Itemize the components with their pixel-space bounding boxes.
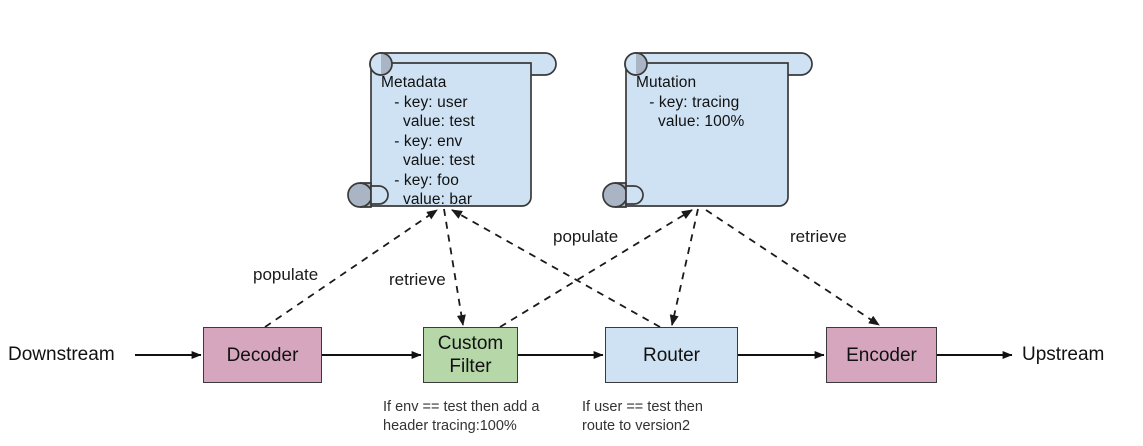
node-decoder[interactable]: Decoder [203, 327, 322, 383]
dashed-mutation-to-encoder [705, 209, 880, 326]
node-encoder-label: Encoder [846, 344, 917, 366]
dashed-metadata-to-customfilter [443, 208, 466, 326]
upstream-label: Upstream [1022, 344, 1105, 365]
node-custom-filter[interactable]: Custom Filter [423, 327, 518, 383]
dashed-edges [264, 208, 880, 328]
node-router[interactable]: Router [605, 327, 738, 383]
dashed-router-to-metadata [451, 209, 661, 328]
metadata-note-text: Metadata - key: user value: test - key: … [381, 73, 475, 210]
dashed-customfilter-to-mutation [499, 209, 693, 328]
metadata-note-line-1: - key: user [381, 93, 468, 111]
mutation-note-line-1: - key: tracing [636, 93, 740, 111]
caption-router: If user == test then route to version2 [582, 399, 703, 434]
metadata-note-line-4: value: test [381, 152, 475, 169]
dashed-mutation-to-router [669, 208, 699, 326]
mutation-note[interactable]: Mutation - key: tracing value: 100% [595, 36, 817, 214]
metadata-note-line-2: value: test [381, 113, 475, 130]
node-encoder[interactable]: Encoder [826, 327, 937, 383]
edge-label-populate-metadata: populate [253, 265, 319, 284]
caption-custom-filter: If env == test then add a header tracing… [383, 399, 540, 434]
mutation-note-line-2: value: 100% [636, 113, 745, 130]
mutation-note-line-0: Mutation [636, 74, 697, 91]
downstream-label: Downstream [8, 344, 115, 365]
metadata-note-line-3: - key: env [381, 132, 463, 150]
metadata-note-shape [347, 52, 557, 208]
edge-label-populate-mutation: populate [553, 227, 619, 246]
edge-label-retrieve-metadata: retrieve [389, 270, 446, 289]
mutation-note-shape [602, 52, 813, 208]
node-custom-filter-label: Custom Filter [437, 333, 504, 377]
metadata-note-line-6: value: bar [381, 191, 473, 208]
metadata-note-line-0: Metadata [381, 74, 447, 91]
edge-label-retrieve-mutation: retrieve [790, 227, 847, 246]
node-decoder-label: Decoder [226, 344, 299, 366]
metadata-note[interactable]: Metadata - key: user value: test - key: … [340, 36, 560, 214]
mutation-note-text: Mutation - key: tracing value: 100% [636, 73, 744, 132]
dashed-decoder-to-metadata [264, 209, 438, 328]
node-router-label: Router [642, 344, 701, 366]
metadata-note-line-5: - key: foo [381, 171, 459, 189]
